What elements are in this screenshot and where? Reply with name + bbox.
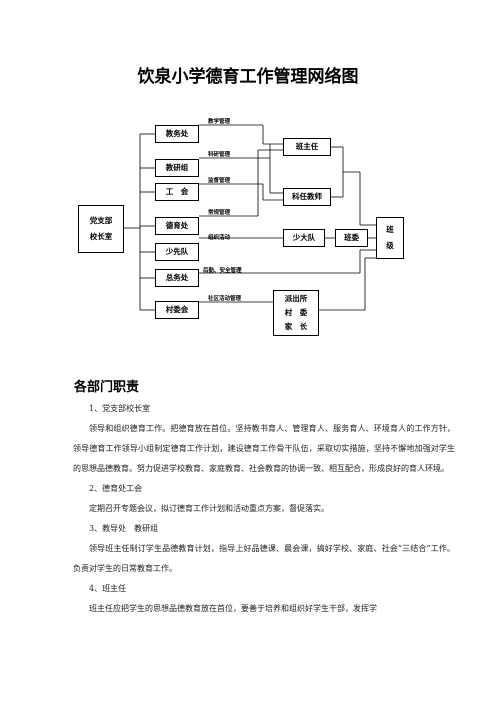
label-teaching-mgmt: 教学管理 — [208, 119, 231, 125]
duties-body: 1、党支部校长室 领导和组织德育工作。把德育放在首位。坚持教书育人、管理育人、服… — [73, 399, 455, 619]
label-routine-mgmt: 常规管理 — [208, 210, 231, 216]
item3-body: 领导班主任制订学生品德教育计划，指导上好品德课、晨会课，搞好学校、家庭、社会“三… — [73, 544, 455, 573]
general-office-box: 总务处 — [155, 269, 199, 287]
class-label-2: 级 — [386, 241, 394, 250]
item3-title: 3、教导处 教研组 — [89, 524, 159, 533]
principal-office-label: 校长室 — [89, 232, 113, 241]
moral-office-box: 德育处 — [155, 217, 199, 235]
pioneers-box: 少先队 — [155, 243, 199, 261]
teaching-office-box: 教务处 — [155, 125, 199, 143]
class-committee-box: 班委 — [335, 229, 368, 247]
item1-title: 1、党支部校长室 — [89, 404, 151, 413]
union-box: 工 会 — [155, 183, 199, 201]
label-logistics-safety: 后勤、安全管理 — [203, 268, 242, 274]
item4-title: 4、班主任 — [89, 584, 127, 593]
item2-body: 定期召开专题会议，拟订德育工作计划和活动重点方案，督促落实。 — [89, 504, 329, 513]
police-village-parents-box: 派出所 村 委 家 长 — [273, 290, 319, 336]
page-title: 饮泉小学德育工作管理网络图 — [137, 67, 359, 87]
party-branch-label: 党支部 — [89, 216, 113, 226]
young-pioneers-brigade-box: 少大队 — [283, 229, 325, 247]
head-teacher-box: 班主任 — [283, 138, 331, 156]
police-station-label: 派出所 — [284, 293, 308, 303]
section-title: 各部门职责 — [74, 380, 140, 395]
village-label: 村 委 — [284, 307, 308, 317]
label-community-mgmt: 社区活动管理 — [208, 296, 242, 302]
village-committee-box: 村委会 — [155, 301, 199, 319]
party-branch-principal-box: 党支部 校长室 — [78, 205, 124, 253]
label-supervision-mgmt: 监督管理 — [208, 178, 231, 184]
subject-teacher-box: 科任教师 — [283, 188, 331, 206]
research-group-box: 教研组 — [155, 159, 199, 177]
class-box: 班 级 — [376, 217, 404, 259]
parents-label: 家 长 — [284, 322, 308, 332]
item1-body: 领导和组织德育工作。把德育放在首位。坚持教书育人、管理育人、服务育人、环境育人的… — [73, 424, 455, 473]
label-research-mgmt: 科研管理 — [208, 152, 231, 158]
item4-body: 班主任应把学生的思想品德教育放在首位，要善于培养和组织好学生干部，发挥学 — [89, 604, 377, 613]
item2-title: 2、德育处工会 — [89, 484, 143, 493]
class-label-1: 班 — [386, 224, 394, 234]
label-org-activity: 组织活动 — [208, 235, 231, 241]
